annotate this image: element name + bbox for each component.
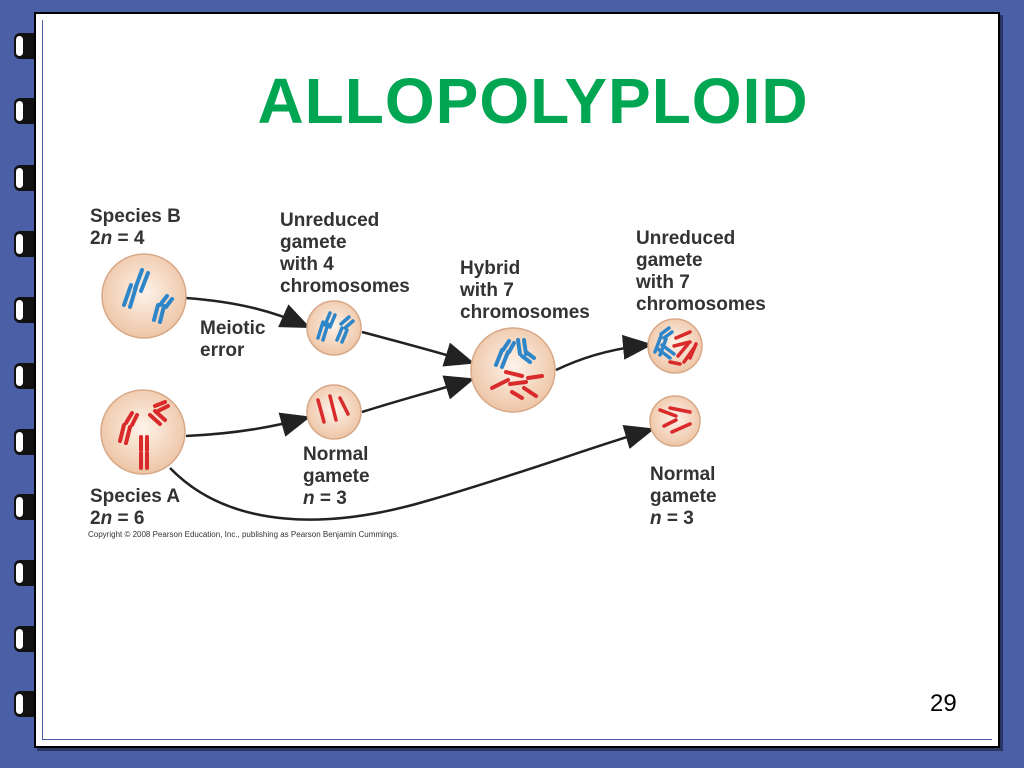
- unreduced-gamete-7-cell: [647, 318, 703, 374]
- page-number: 29: [930, 690, 957, 717]
- label-hybrid: Hybrid with 7 chromosomes: [460, 258, 590, 323]
- slide-title: ALLOPOLYPLOID: [257, 65, 809, 137]
- label-unreduced-gamete-4: Unreduced gamete with 4 chromosomes: [280, 210, 410, 297]
- arrow-species-a-normal: [169, 424, 655, 521]
- label-meiotic-error: Meiotic error: [200, 318, 266, 361]
- normal-gamete-right-cell: [649, 395, 701, 447]
- copyright-notice: Copyright © 2008 Pearson Education, Inc.…: [88, 530, 399, 539]
- arrow-to-hybrid-bottom: [361, 375, 475, 414]
- arrow-to-hybrid-top: [361, 330, 475, 367]
- page-inner-border: [42, 20, 992, 740]
- arrow-normal-meiosis: [185, 412, 311, 438]
- species-a-cell: [100, 389, 186, 475]
- hybrid-cell: [470, 327, 556, 413]
- species-b-cell: [101, 253, 187, 339]
- arrow-hybrid-unreduced: [555, 334, 653, 372]
- normal-gamete-middle-cell: [306, 384, 362, 440]
- arrow-meiotic-error: [185, 296, 311, 329]
- label-unreduced-gamete-7: Unreduced gamete with 7 chromosomes: [636, 228, 766, 315]
- unreduced-gamete-4-cell: [306, 300, 362, 356]
